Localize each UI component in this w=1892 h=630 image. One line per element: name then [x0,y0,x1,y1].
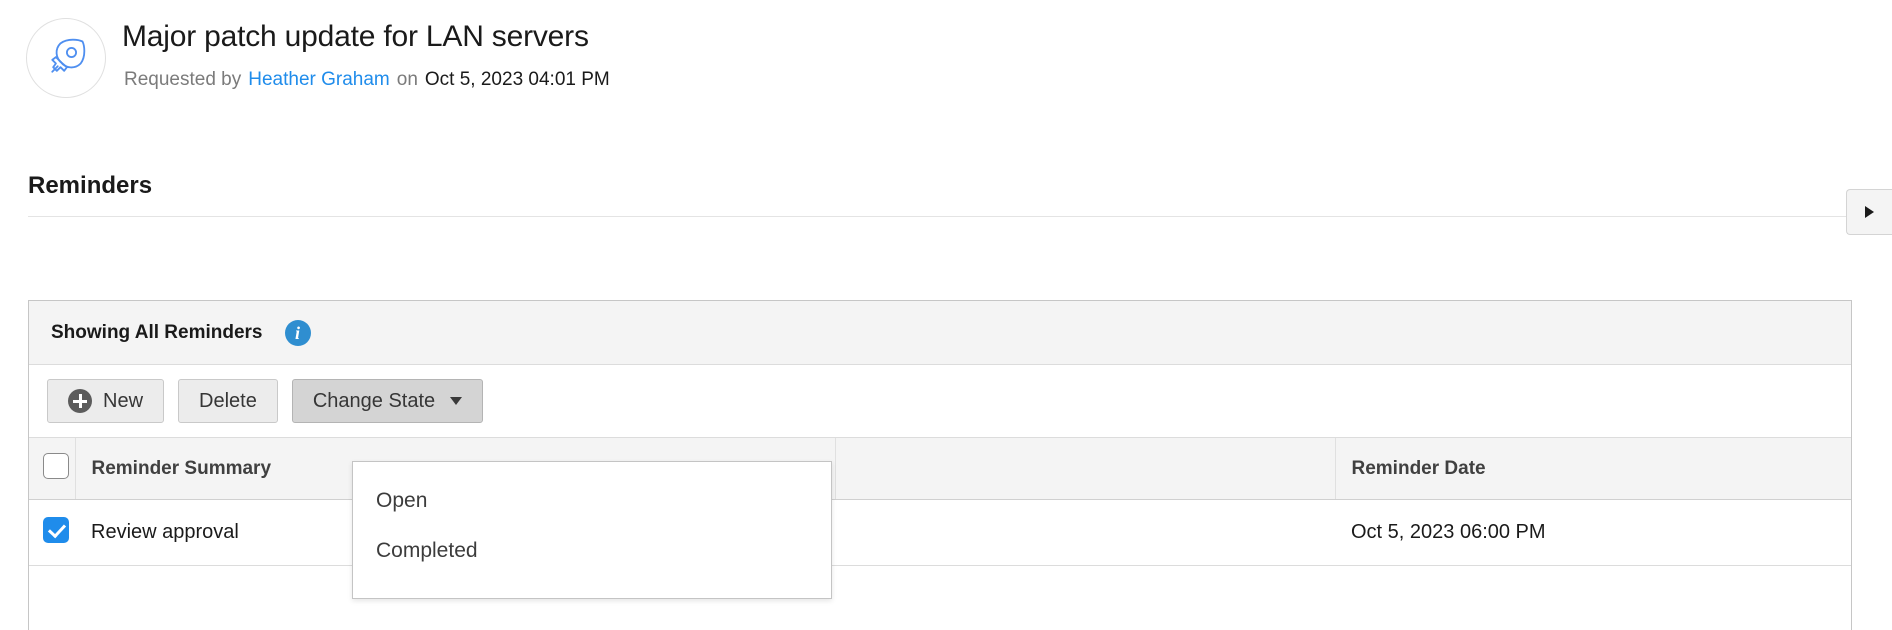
reminders-table-head: Reminder Summary Reminder Date [29,437,1851,500]
dropdown-item-completed[interactable]: Completed [376,539,478,562]
row-checkbox[interactable] [43,516,69,543]
table-header-row: Reminder Summary Reminder Date [29,437,1851,500]
record-avatar [26,18,106,98]
info-icon[interactable]: i [284,319,311,346]
select-all-checkbox[interactable] [43,452,69,479]
section-divider [28,216,1852,217]
record-subline: Requested by Heather Graham on Oct 5, 20… [124,69,610,91]
new-button-label: New [103,389,144,412]
rocket-icon [44,36,88,80]
dropdown-item-open[interactable]: Open [376,489,428,512]
delete-button[interactable]: Delete [178,379,278,423]
table-row[interactable]: Review approval Oct 5, 2023 06:00 PM [29,499,1851,566]
new-button[interactable]: New [47,379,165,423]
select-all-header [29,437,75,500]
caret-right-icon [1865,206,1874,218]
cell-reminder-date: Oct 5, 2023 06:00 PM [1335,499,1851,566]
row-select-cell [29,499,75,566]
delete-button-label: Delete [199,389,257,412]
requested-by-label: Requested by [124,69,242,90]
change-state-button-label: Change State [312,389,436,412]
page-title: Major patch update for LAN servers [122,20,589,53]
on-label: on [396,69,418,90]
requested-by-user-link[interactable]: Heather Graham [248,69,390,90]
cell-blank [835,499,1335,566]
showing-all-reminders-label: Showing All Reminders [51,321,263,343]
reminders-table: Reminder Summary Reminder Date Review ap… [29,437,1851,566]
reminders-table-body: Review approval Oct 5, 2023 06:00 PM [29,499,1851,566]
plus-circle-icon [68,389,92,413]
right-panel-toggle-button[interactable] [1846,189,1892,235]
requested-on-date: Oct 5, 2023 04:01 PM [424,69,610,90]
change-state-button[interactable]: Change State [291,379,484,423]
reminders-panel: Showing All Reminders i New Delete Chang… [28,300,1852,630]
reminders-toolbar: New Delete Change State [29,365,1851,437]
caret-down-icon [450,397,463,405]
record-header: Major patch update for LAN servers Reque… [0,0,1892,130]
column-header-reminder-date[interactable]: Reminder Date [1334,437,1851,500]
reminders-panel-header: Showing All Reminders i [29,301,1851,365]
section-title-reminders: Reminders [28,172,153,199]
change-state-dropdown-menu: Open Completed [352,461,832,599]
column-header-blank[interactable] [834,437,1335,500]
